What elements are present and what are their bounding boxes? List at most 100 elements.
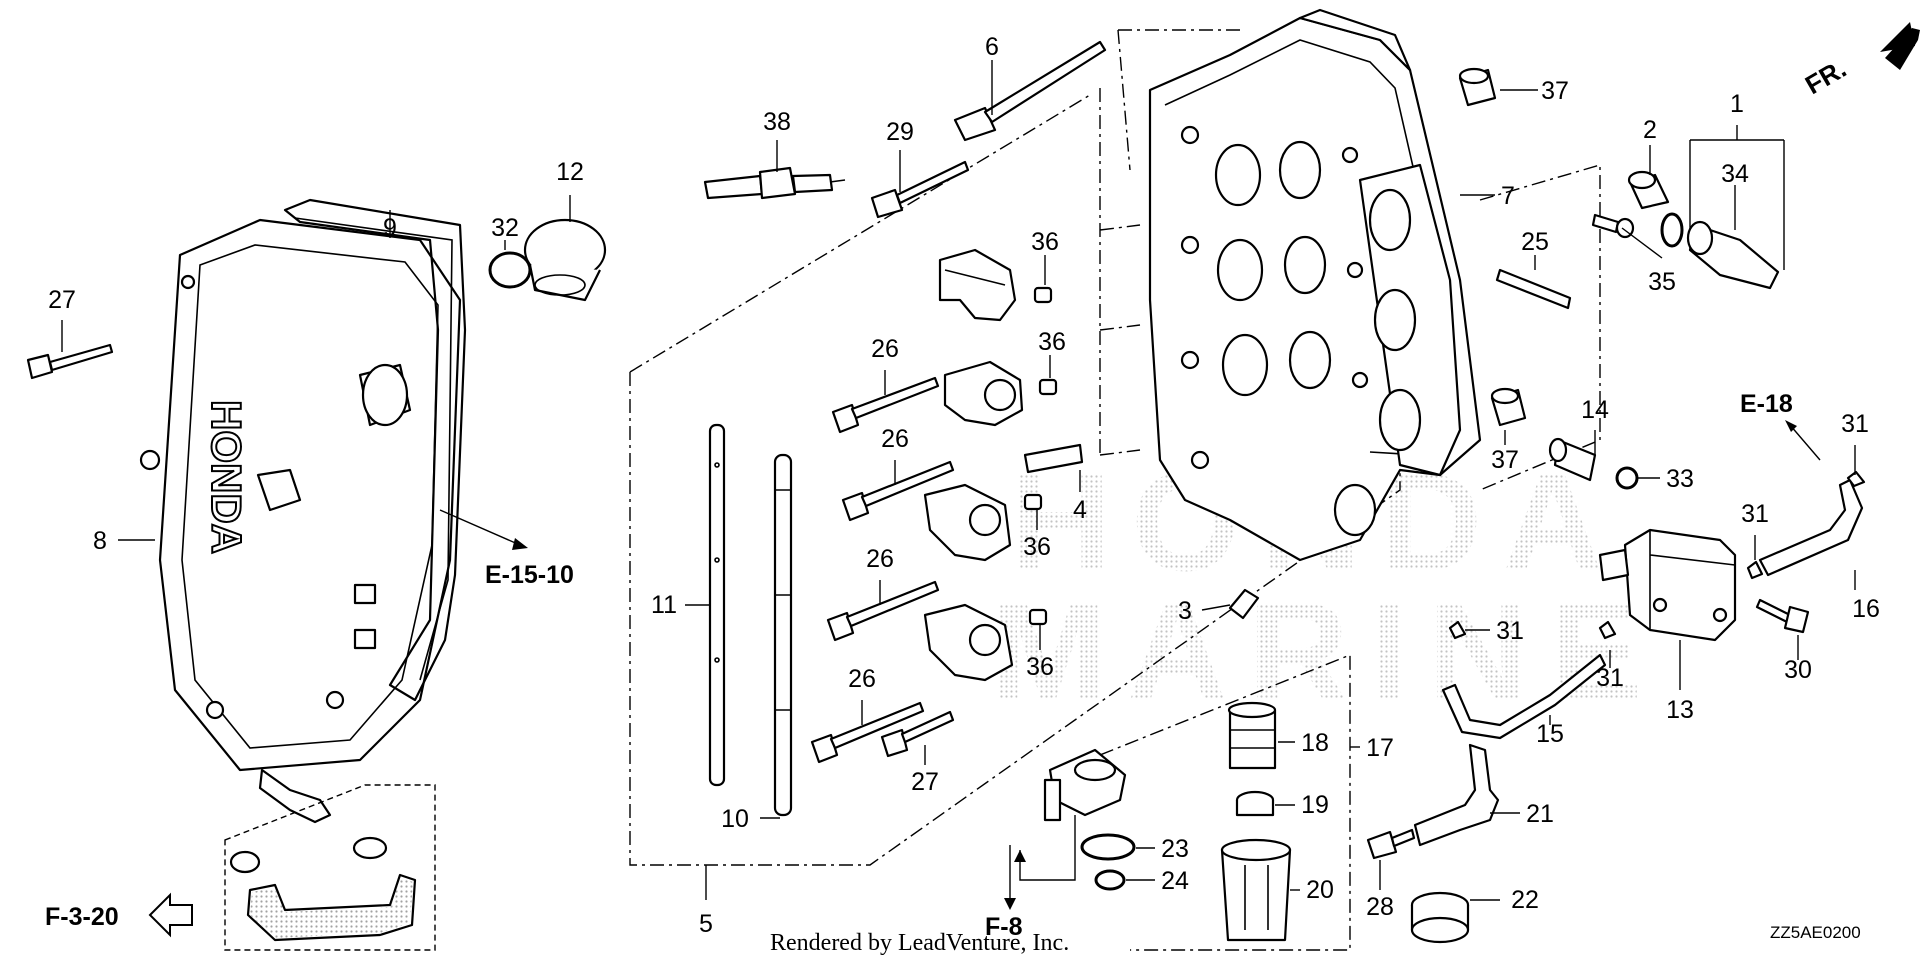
callout-19: 19: [1301, 791, 1329, 819]
rocker-shaft-11: [708, 423, 726, 787]
cap-36-2: [1038, 378, 1058, 396]
cap-36-4: [1028, 608, 1048, 626]
stud-25: [1495, 268, 1572, 310]
ref-e-15-10: E-15-10: [485, 561, 574, 589]
clip-31-c: [1448, 620, 1467, 640]
callout-35: 35: [1648, 268, 1676, 296]
bushing-37-upper: [1458, 67, 1497, 107]
callout-28: 28: [1366, 893, 1394, 921]
bolt-29: [870, 160, 970, 219]
callout-22: 22: [1511, 886, 1539, 914]
callout-2: 2: [1643, 116, 1657, 144]
head-cover: HONDA: [139, 218, 462, 824]
callout-23: 23: [1161, 835, 1189, 863]
spark-plug-38: [703, 166, 846, 200]
svg-text:MARINE: MARINE: [990, 573, 1662, 730]
front-direction-arrow: FR.: [1800, 22, 1920, 100]
o-ring-23: [1080, 833, 1136, 861]
callout-36d: 36: [1026, 653, 1054, 681]
callout-31a: 31: [1841, 410, 1869, 438]
callout-37a: 37: [1541, 77, 1569, 105]
breather-hose-box: [224, 784, 436, 951]
rocker-arm-3: [923, 483, 1012, 562]
callout-36a: 36: [1031, 228, 1059, 256]
callout-37b: 37: [1491, 446, 1519, 474]
diagram-code: ZZ5AE0200: [1770, 923, 1861, 942]
o-ring-34: [1660, 212, 1684, 248]
callout-30: 30: [1784, 656, 1812, 684]
assembly-boundary-head: [1099, 29, 1240, 456]
rocker-arm-2: [943, 360, 1024, 427]
reference-labels: E-15-10 E-18 F-3-20 F-8: [45, 390, 1793, 941]
footer-credit: Rendered by LeadVenture, Inc.: [770, 930, 1069, 956]
callout-31d: 31: [1596, 664, 1624, 692]
bolt-27-middle: [880, 710, 955, 758]
gasket-inner: [294, 217, 453, 681]
callout-21: 21: [1526, 800, 1554, 828]
callout-3: 3: [1178, 597, 1192, 625]
o-ring-24: [1094, 869, 1126, 891]
callout-15: 15: [1536, 720, 1564, 748]
callout-8: 8: [93, 527, 107, 555]
callout-1: 1: [1730, 90, 1744, 118]
callout-25: 25: [1521, 228, 1549, 256]
callout-31c: 31: [1496, 617, 1524, 645]
callout-27a: 27: [48, 286, 76, 314]
callout-26d: 26: [848, 665, 876, 693]
callout-11: 11: [651, 591, 677, 619]
bolt-30: [1755, 598, 1810, 634]
bolt-14: [1548, 437, 1597, 482]
cover-logo: HONDA: [203, 400, 250, 554]
callout-32: 32: [491, 214, 519, 242]
oil-filler-cap: [523, 218, 607, 302]
rocker-arm-4: [923, 603, 1014, 682]
clip-31-a: [1846, 470, 1866, 488]
cap-22: [1410, 891, 1470, 944]
cylinder-head: [1148, 8, 1482, 562]
stud-3: [1228, 588, 1260, 620]
clip-31-d: [1598, 620, 1617, 640]
ref-e-18: E-18: [1740, 390, 1793, 418]
callout-36b: 36: [1038, 328, 1066, 356]
callout-14: 14: [1581, 396, 1609, 424]
callout-26a: 26: [871, 335, 899, 363]
ref-f-8: F-8: [985, 913, 1023, 941]
arrow-f3-20: [148, 892, 193, 938]
callout-16: 16: [1852, 595, 1880, 623]
rocker-shaft-10: [773, 453, 793, 817]
filter-element-18: [1227, 701, 1277, 770]
fitting-1: [1686, 220, 1780, 290]
cap-36-3: [1023, 493, 1043, 511]
callout-34: 34: [1721, 160, 1749, 188]
bolt-28: [1366, 828, 1416, 860]
callout-12: 12: [556, 158, 584, 186]
callout-18: 18: [1301, 729, 1329, 757]
leader-lines: [61, 60, 1856, 938]
callout-26b: 26: [881, 425, 909, 453]
callout-17: 17: [1366, 734, 1394, 762]
breather-hose: [229, 836, 417, 942]
callout-5: 5: [699, 910, 713, 938]
filter-base: [1043, 748, 1127, 822]
bolt-26-3: [826, 580, 940, 642]
bracket-21: [1413, 743, 1500, 847]
ref-f-3-20: F-3-20: [45, 903, 119, 931]
front-label: FR.: [1800, 53, 1851, 100]
assembly-boundary-right: [1479, 164, 1601, 491]
bolt-26-2: [841, 460, 955, 522]
callout-9: 9: [383, 214, 397, 242]
bolt-6: [953, 40, 1107, 142]
hose-15: [1441, 653, 1607, 740]
callout-13: 13: [1666, 696, 1694, 724]
callout-4: 4: [1073, 496, 1087, 524]
filter-cup-20: [1220, 838, 1292, 942]
callout-6: 6: [985, 33, 999, 61]
collar-2: [1627, 170, 1670, 210]
bolt-26-1: [831, 376, 940, 434]
callout-38: 38: [763, 108, 791, 136]
callout-27b: 27: [911, 768, 939, 796]
callout-31b: 31: [1741, 500, 1769, 528]
head-cover-gasket: [283, 198, 467, 702]
hose-16: [1758, 478, 1864, 577]
